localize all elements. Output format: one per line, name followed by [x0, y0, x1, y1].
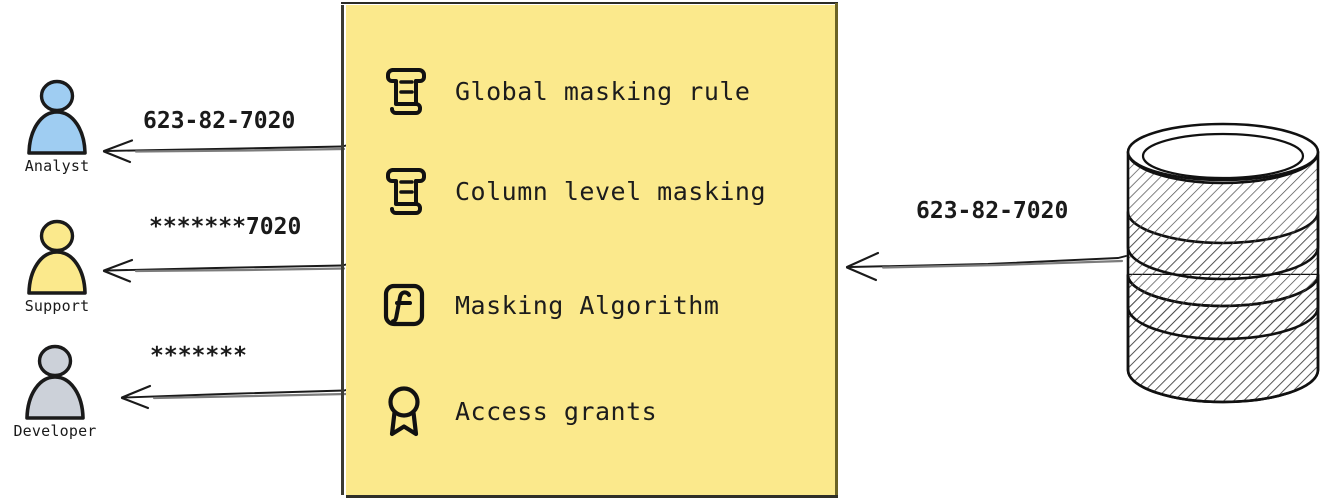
policy-item-label: Access grants [455, 396, 658, 426]
flow-label-analyst: 623-82-7020 [143, 108, 296, 134]
arrow-panel-to-developer [120, 384, 351, 410]
person-icon [27, 219, 87, 295]
function-box-icon [378, 277, 430, 333]
arrow-panel-to-support [102, 258, 349, 283]
actor-developer[interactable]: Developer [0, 343, 110, 440]
actor-developer-label: Developer [13, 422, 97, 440]
database-cylinder-icon[interactable] [1118, 120, 1338, 410]
arrow-panel-to-analyst [102, 139, 349, 164]
actor-support-label: Support [24, 297, 90, 315]
policy-item-column-level-masking[interactable]: Column level masking [378, 163, 766, 219]
arrow-database-to-panel [845, 251, 1127, 282]
policy-panel[interactable]: Global masking rule Column level masking [341, 2, 838, 498]
scroll-icon [378, 63, 430, 119]
policy-item-access-grants[interactable]: Access grants [378, 383, 657, 439]
person-icon [25, 344, 85, 420]
actor-analyst-label: Analyst [24, 157, 90, 175]
award-medal-icon [378, 383, 430, 439]
policy-item-masking-algorithm[interactable]: Masking Algorithm [378, 277, 719, 333]
policy-item-label: Global masking rule [455, 76, 751, 106]
panel-border-left [341, 5, 344, 495]
flow-label-support: *******7020 [149, 214, 302, 240]
policy-item-label: Masking Algorithm [455, 290, 720, 320]
policy-item-label: Column level masking [455, 176, 767, 206]
policy-item-global-masking-rule[interactable]: Global masking rule [378, 63, 750, 119]
panel-border-top [341, 2, 838, 4]
flow-label-database: 623-82-7020 [916, 198, 1069, 224]
scroll-icon [378, 163, 430, 219]
actor-analyst[interactable]: Analyst [2, 78, 112, 175]
panel-border-bottom [346, 495, 838, 498]
actor-support[interactable]: Support [2, 218, 112, 315]
flow-label-developer: ******* [150, 343, 247, 369]
person-icon [27, 79, 87, 155]
panel-border-right [835, 3, 838, 497]
